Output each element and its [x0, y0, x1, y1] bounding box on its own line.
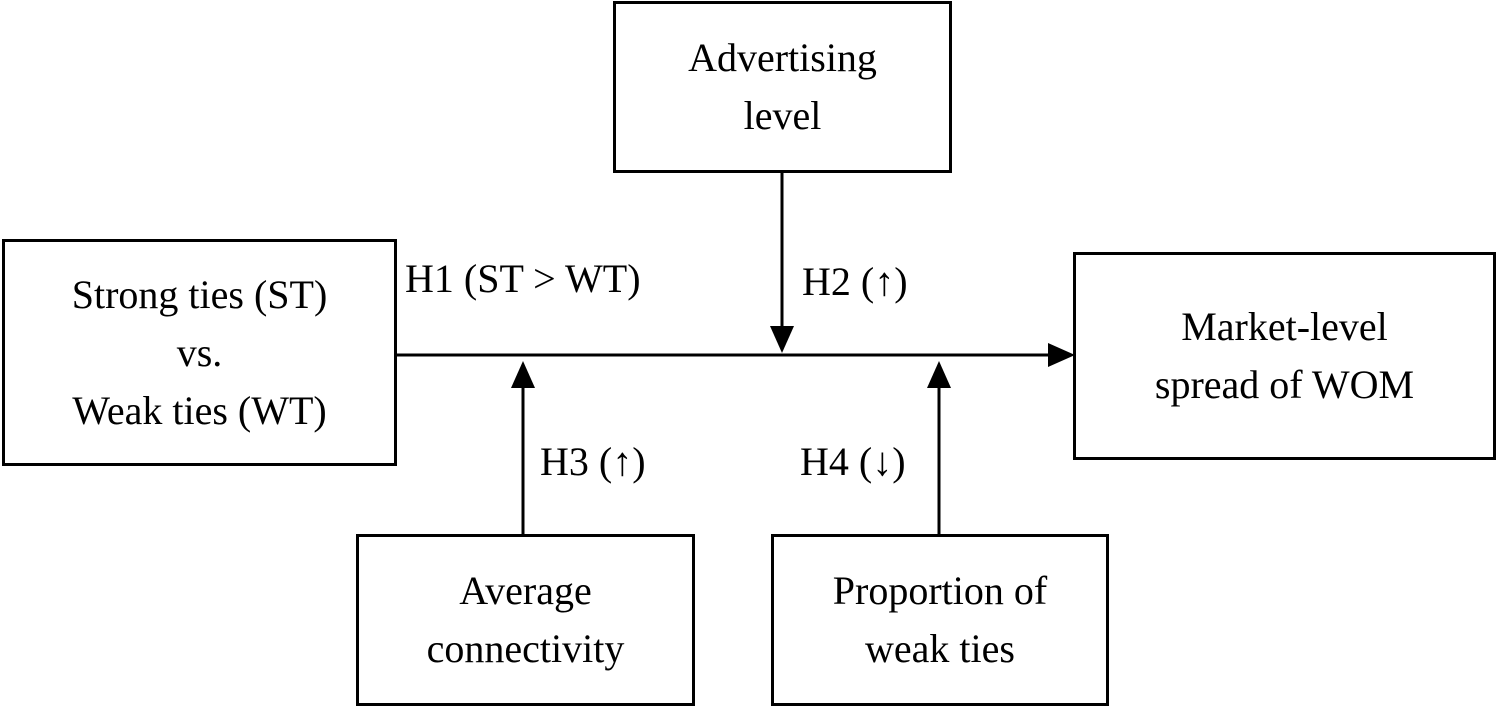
ties-box: Strong ties (ST) vs. Weak ties (WT) [2, 239, 397, 466]
main-arrow-head [1048, 343, 1075, 367]
ties-line-1: Strong ties (ST) [71, 271, 328, 317]
connectivity-arrow-head [511, 361, 535, 388]
h2-label: H2 (↑) [802, 259, 908, 304]
advertising-line-2: level [743, 93, 822, 138]
advertising-level-box: Advertising level [613, 1, 952, 173]
h3-label: H3 (↑) [540, 439, 646, 484]
market-spread-box: Market-level spread of WOM [1073, 252, 1496, 460]
connectivity-line-1: Average [459, 568, 592, 613]
proportion-arrow-head [927, 361, 951, 388]
average-connectivity-box: Average connectivity [356, 534, 695, 706]
ties-line-2: vs. [176, 329, 223, 375]
h4-label: H4 (↓) [800, 439, 906, 484]
proportion-line-2: weak ties [865, 626, 1015, 671]
proportion-line-1: Proportion of [832, 568, 1048, 613]
ties-line-3: Weak ties (WT) [72, 387, 327, 433]
market-line-1: Market-level [1181, 304, 1388, 349]
advertising-line-1: Advertising [688, 35, 877, 80]
h1-label: H1 (ST > WT) [405, 256, 641, 301]
market-line-2: spread of WOM [1154, 362, 1415, 407]
connectivity-line-2: connectivity [426, 626, 625, 671]
advertising-arrow-head [770, 326, 794, 353]
proportion-weak-ties-box: Proportion of weak ties [771, 534, 1109, 706]
